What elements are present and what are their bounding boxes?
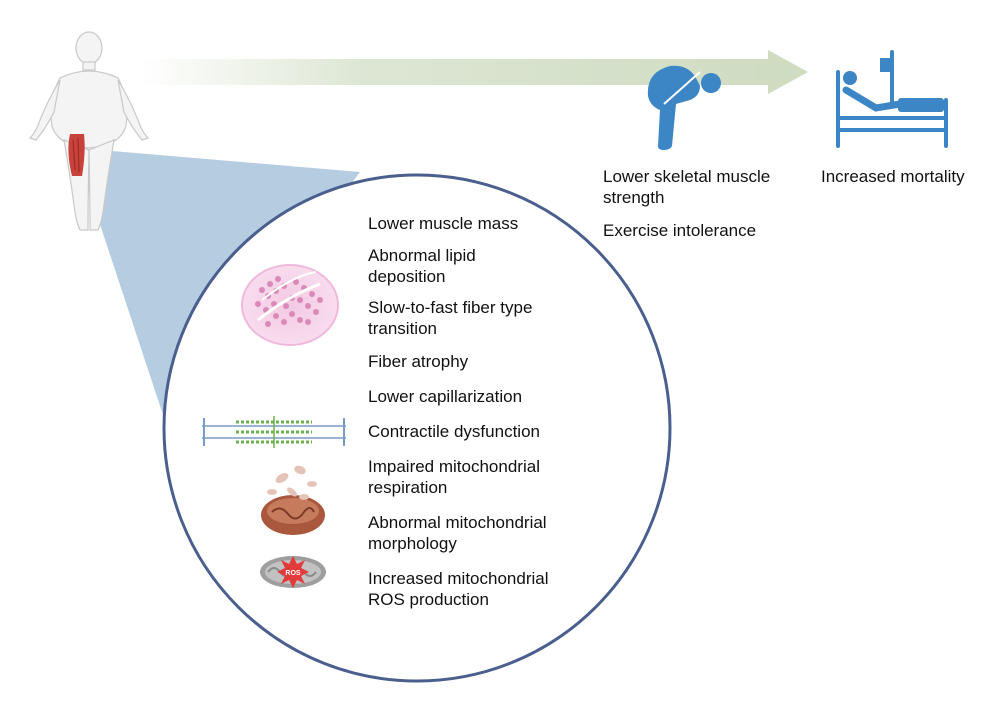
hospital-bed-icon — [836, 50, 948, 148]
thigh-muscle-icon — [68, 134, 85, 176]
ros-mitochondrion-icon: ROS — [260, 556, 326, 588]
effect-item: Increased mitochondrial ROS production — [368, 569, 549, 609]
effect-item: Contractile dysfunction — [368, 422, 540, 441]
effect-item: Fiber atrophy — [368, 352, 469, 371]
outcome-mortality: Increased mortality — [821, 167, 965, 186]
human-figure-icon — [28, 31, 150, 231]
muscle-cross-section-icon — [241, 264, 339, 346]
effect-item: Slow-to-fast fiber type transition — [368, 298, 533, 338]
ros-label: ROS — [285, 570, 301, 577]
effect-item: Abnormal mitochondrial morphology — [368, 513, 547, 553]
outcome-muscle-strength: Lower skeletal muscle strength — [603, 167, 771, 207]
effect-item: Abnormal lipid deposition — [368, 246, 476, 286]
damaged-mitochondria-icon — [261, 465, 325, 535]
sarcomere-icon — [202, 416, 346, 448]
effect-item: Lower capillarization — [368, 387, 523, 406]
weak-person-icon — [647, 65, 721, 150]
effect-item: Impaired mitochondrial respiration — [368, 457, 540, 497]
effect-item: Lower muscle mass — [368, 214, 519, 233]
outcome-exercise-intolerance: Exercise intolerance — [603, 221, 757, 240]
